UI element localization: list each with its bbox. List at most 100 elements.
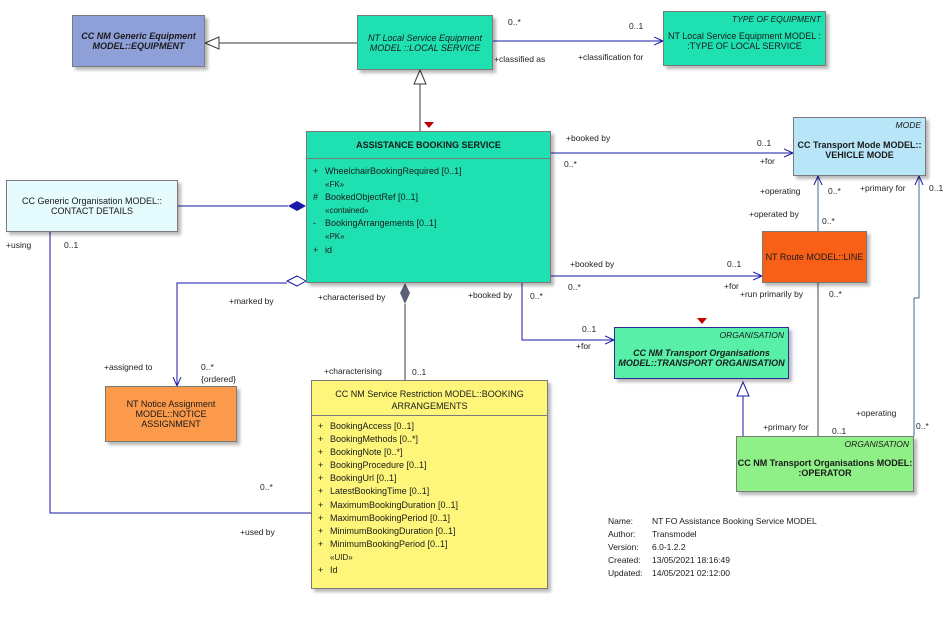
multiplicity-label: 0..*	[568, 282, 581, 292]
class-stereotype: ORGANISATION	[844, 439, 909, 449]
attribute-text: BookedObjectRef [0..1]	[325, 192, 419, 203]
multiplicity-label: 0..*	[916, 421, 929, 431]
role-label: +booked by	[468, 290, 513, 300]
class-transport-organisation[interactable]: ORGANISATION CC NM Transport Organisatio…	[614, 327, 789, 379]
attribute-row: + MinimumBookingDuration [0..1]	[318, 525, 541, 538]
multiplicity-label: 0..1	[832, 426, 847, 436]
metadata-key: Name:	[608, 516, 634, 526]
class-assistance-booking-service[interactable]: ASSISTANCE BOOKING SERVICE + WheelchairBo…	[306, 131, 551, 283]
metadata-key: Created:	[608, 555, 641, 566]
role-label: +for	[760, 156, 775, 166]
class-title: MODEL::EQUIPMENT	[92, 41, 185, 51]
class-stereotype: ORGANISATION	[719, 330, 784, 340]
attribute-list: +WheelchairBookingRequired [0..1]«FK»#Bo…	[307, 159, 550, 257]
class-title: CC NM Service Restriction MODEL::BOOKING	[335, 389, 524, 399]
multiplicity-label: 0..*	[828, 186, 841, 196]
class-title: MODEL::TRANSPORT ORGANISATION	[618, 358, 785, 368]
generalization-arrowhead	[413, 68, 427, 85]
attribute-visibility: +	[318, 525, 324, 536]
class-stereotype: TYPE OF EQUIPMENT	[731, 14, 821, 24]
multiplicity-label: 0..*	[564, 159, 577, 169]
class-title: NT Local Service Equipment	[367, 32, 483, 43]
attribute-visibility: +	[318, 421, 324, 431]
role-label: +run primarily by	[740, 289, 804, 299]
attribute-visibility: +	[318, 460, 324, 471]
multiplicity-label: 0..*	[829, 289, 842, 299]
role-label: +characterising	[324, 366, 382, 376]
class-title: CC Generic Organisation MODEL::	[21, 196, 163, 206]
attribute-row: + WheelchairBookingRequired [0..1]	[313, 165, 544, 178]
class-title: CC NM Generic Equipment	[81, 31, 196, 41]
attribute-stereotype: «UID»	[318, 551, 541, 564]
role-label: +using	[6, 240, 32, 250]
class-type-of-equipment[interactable]: TYPE OF EQUIPMENT NT Local Service Equip…	[663, 11, 826, 66]
role-label: +operated by	[749, 209, 799, 219]
association-line	[913, 176, 919, 436]
attribute-text: BookingAccess [0..1]	[330, 421, 415, 431]
aggregation-line	[177, 282, 287, 386]
class-title: :TYPE OF LOCAL SERVICE	[687, 41, 802, 51]
attribute-text: BookingNote [0..*]	[330, 447, 403, 458]
class-title: :OPERATOR	[798, 468, 852, 478]
role-label: +classified as	[494, 54, 546, 64]
class-title: MODEL::NOTICE	[135, 409, 207, 419]
class-vehicle-mode[interactable]: MODE CC Transport Mode MODEL:: VEHICLE M…	[793, 117, 926, 176]
attribute-visibility: +	[318, 499, 324, 510]
attribute-text: WheelchairBookingRequired [0..1]	[325, 166, 462, 176]
attribute-text: MinimumBookingPeriod [0..1]	[330, 538, 448, 549]
role-label: +for	[576, 341, 591, 351]
class-title: ASSISTANCE BOOKING SERVICE	[307, 132, 550, 159]
attribute-text: BookingUrl [0..1]	[330, 473, 397, 484]
class-operator[interactable]: ORGANISATION CC NM Transport Organisatio…	[736, 436, 914, 492]
class-line[interactable]: NT Route MODEL::LINE	[762, 231, 867, 283]
attribute-visibility: +	[313, 166, 319, 176]
attribute-text: MinimumBookingDuration [0..1]	[330, 525, 456, 536]
class-title: CC Transport Mode MODEL::	[797, 140, 922, 150]
attribute-visibility: +	[318, 512, 324, 523]
role-label: +operating	[760, 186, 801, 196]
metadata-name: NT FO Assistance Booking Service MODEL	[652, 516, 817, 526]
class-title: ASSIGNMENT	[141, 419, 201, 429]
metadata-key: Version:	[608, 542, 639, 553]
attribute-row: + MinimumBookingPeriod [0..1]	[318, 538, 541, 551]
class-title: VEHICLE MODE	[825, 150, 894, 160]
class-title: CC NM Transport Organisations MODEL:	[737, 458, 913, 468]
class-booking-arrangements[interactable]: CC NM Service Restriction MODEL::BOOKING…	[311, 380, 548, 589]
attribute-text: «UID»	[330, 552, 353, 562]
multiplicity-label: 0..1	[64, 240, 79, 250]
multiplicity-label: 0..1	[757, 138, 772, 148]
attribute-visibility: +	[318, 447, 324, 458]
attribute-stereotype: «PK»	[313, 230, 544, 243]
multiplicity-label: 0..*	[530, 291, 543, 301]
multiplicity-label: 0..1	[629, 21, 644, 31]
role-label: +assigned to	[104, 362, 153, 372]
metadata-key: Author:	[608, 529, 636, 540]
class-local-service-equipment[interactable]: NT Local Service Equipment MODEL ::LOCAL…	[357, 15, 493, 70]
class-stereotype: MODE	[895, 120, 922, 130]
attribute-row: + MaximumBookingPeriod [0..1]	[318, 512, 541, 525]
attribute-row: + LatestBookingTime [0..1]	[318, 485, 541, 498]
attribute-row: + BookingAccess [0..1]	[318, 420, 541, 433]
attribute-text: «contained»	[325, 206, 369, 216]
attribute-text: «FK»	[325, 180, 345, 190]
class-notice-assignment[interactable]: NT Notice Assignment MODEL::NOTICE ASSIG…	[105, 386, 237, 442]
attribute-visibility: +	[318, 486, 324, 497]
class-title: NT Notice Assignment	[126, 399, 216, 409]
role-label: +characterised by	[318, 292, 386, 302]
metadata-updated: 14/05/2021 02:12:00	[652, 568, 730, 579]
attribute-visibility: +	[318, 473, 324, 484]
attribute-row: +BookingProcedure [0..1]	[318, 459, 541, 472]
attribute-text: LatestBookingTime [0..1]	[330, 486, 430, 497]
association-line	[521, 283, 614, 340]
class-generic-equipment[interactable]: CC NM Generic Equipment MODEL::EQUIPMENT	[72, 15, 205, 67]
attribute-row: -BookingArrangements [0..1]	[313, 217, 544, 230]
attribute-visibility: +	[318, 538, 324, 549]
multiplicity-label: 0..*	[508, 17, 521, 27]
aggregation-diamond	[285, 275, 308, 287]
role-label: +for	[724, 281, 739, 291]
class-contact-details[interactable]: CC Generic Organisation MODEL:: CONTACT …	[6, 180, 178, 232]
attribute-text: Id	[330, 565, 338, 576]
attribute-text: MaximumBookingPeriod [0..1]	[330, 512, 451, 523]
role-label: +used by	[240, 527, 275, 537]
